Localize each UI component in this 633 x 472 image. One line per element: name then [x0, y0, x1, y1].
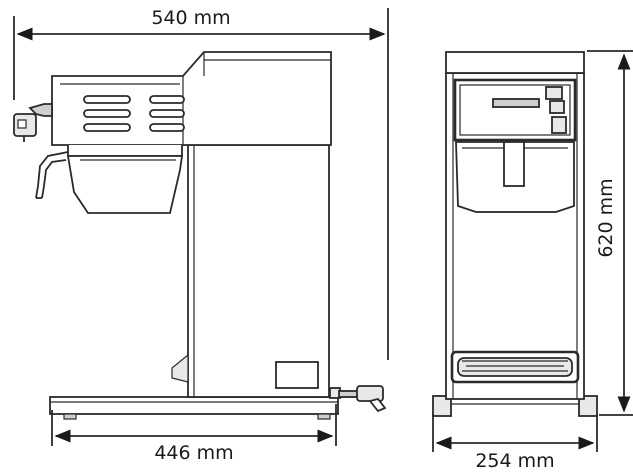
side-front-tap	[13, 103, 53, 142]
side-label-plate	[275, 361, 319, 389]
dimension-label-overall-width: 540 mm	[151, 7, 230, 29]
side-brew-funnel	[35, 145, 184, 214]
dimension-254: 254 mm	[432, 414, 598, 472]
dimension-540: 540 mm	[13, 7, 389, 360]
front-foot-right	[578, 395, 598, 417]
side-base-plate	[49, 396, 339, 415]
side-vent-slots	[83, 95, 185, 132]
side-column	[187, 144, 330, 398]
side-foot-left	[63, 413, 77, 420]
side-foot-right	[317, 413, 331, 420]
front-drip-grille	[450, 350, 580, 384]
dimension-446: 446 mm	[51, 404, 337, 464]
side-view	[13, 51, 387, 420]
dimension-label-height: 620 mm	[595, 178, 617, 257]
front-funnel-spout	[503, 141, 525, 187]
front-display-slot	[492, 98, 540, 108]
front-top-lid	[445, 51, 585, 74]
dimension-620: 620 mm	[587, 50, 633, 416]
dimension-label-front-width: 254 mm	[475, 450, 554, 472]
front-foot-left	[432, 395, 452, 417]
front-view	[432, 51, 598, 417]
front-control-buttons	[545, 86, 567, 134]
dimension-label-base-width: 446 mm	[154, 442, 233, 464]
side-bottom-tap	[329, 385, 387, 413]
